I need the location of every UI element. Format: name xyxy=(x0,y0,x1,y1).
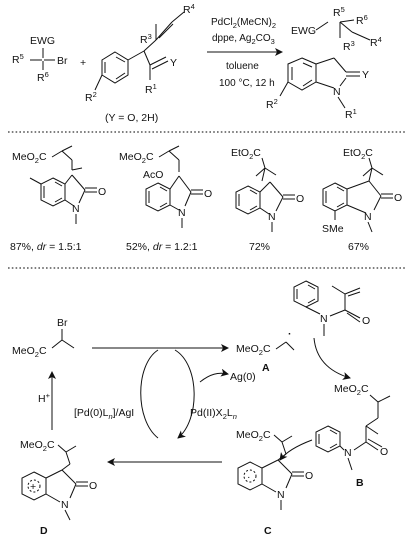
mechanism: Br MeO2C H+ Ag(0) [Pd(0)Ln]/AgI Pd(II)X2… xyxy=(12,280,391,537)
example-4: EtO2C O N SMe 67% xyxy=(322,147,402,253)
aryl-substrate: R3 R4 Y R1 R2 (Y = O, 2H) xyxy=(85,2,195,124)
catalyst-pd2-label: Pd(II)X2Ln xyxy=(190,407,237,421)
h-plus-label: H+ xyxy=(38,391,51,405)
y-label: Y xyxy=(170,57,177,69)
condition-ligand-oxidant: dppe, Ag2CO3 xyxy=(212,33,275,46)
example-4-thiomethyl: SMe xyxy=(322,223,344,235)
example-1-yield: 87%, dr = 1.5:1 xyxy=(10,241,82,253)
top-scheme: EWG R5 Br R6 + R3 R4 xyxy=(12,2,382,124)
product-r5-label: R5 xyxy=(333,5,345,19)
condition-catalyst: PdCl2(MeCN)2 xyxy=(211,17,276,30)
radical-a-ester: MeO2C xyxy=(236,343,271,357)
product-ewg-label: EWG xyxy=(291,25,316,37)
d-oxygen: O xyxy=(89,480,97,492)
catalyst-pd0-label: [Pd(0)Ln]/AgI xyxy=(74,407,134,421)
acrylamide-oxygen: O xyxy=(362,315,370,327)
ewg-label: EWG xyxy=(30,35,55,47)
intermediate-c: MeO2C · O N C xyxy=(236,429,313,537)
r2-label: R2 xyxy=(85,90,97,104)
example-2-yield: 52%, dr = 1.2:1 xyxy=(126,241,198,253)
br-label: Br xyxy=(57,55,68,67)
d-nitrogen: N xyxy=(61,499,69,511)
r1-label: R1 xyxy=(145,82,157,96)
c-radical-delocalization xyxy=(243,469,257,483)
label-b: B xyxy=(356,477,364,489)
b-ester: MeO2C xyxy=(334,383,369,397)
example-1: MeO2C O N 87%, dr = 1.5:1 xyxy=(10,145,106,253)
c-radical-dot: · xyxy=(247,471,251,483)
product-r6-label: R6 xyxy=(356,13,368,27)
arrow-to-c xyxy=(279,439,313,461)
product-y-label: Y xyxy=(362,69,369,81)
c-oxygen: O xyxy=(305,470,313,482)
product-r1-label: R1 xyxy=(345,107,357,121)
example-2: MeO2C AcO O N 52%, dr = 1.2:1 xyxy=(119,145,212,253)
alkyl-bromide-reagent: EWG R5 Br R6 xyxy=(12,35,68,84)
reaction-conditions: PdCl2(MeCN)2 dppe, Ag2CO3 toluene 100 °C… xyxy=(207,17,283,89)
product-r4-label: R4 xyxy=(370,35,382,49)
intermediate-b: MeO2C O N B xyxy=(315,383,391,489)
examples-row: MeO2C O N 87%, dr = 1.5:1 MeO2C xyxy=(10,145,402,253)
d-cation-delocalization xyxy=(27,479,41,493)
d-ester: MeO2C xyxy=(20,439,55,453)
r5-label: R5 xyxy=(12,52,24,66)
d-positive-charge: + xyxy=(30,481,36,493)
cycle-right-arc xyxy=(174,349,195,439)
example-3-ester: EtO2C xyxy=(231,147,261,161)
product-r2-label: R2 xyxy=(266,97,278,111)
example-2-ester: MeO2C xyxy=(119,151,154,165)
example-3-nitrogen: N xyxy=(268,211,276,223)
b-nitrogen: N xyxy=(344,447,352,459)
plus-sign: + xyxy=(80,57,86,69)
example-2-acetoxy: AcO xyxy=(143,169,163,181)
example-1-oxygen: O xyxy=(98,186,106,198)
example-1-nitrogen: N xyxy=(72,203,80,215)
label-c: C xyxy=(264,525,272,537)
example-3-oxygen: O xyxy=(296,193,304,205)
example-4-oxygen: O xyxy=(394,192,402,204)
example-4-nitrogen: N xyxy=(364,211,372,223)
cycle-left-arc xyxy=(140,349,159,439)
example-2-nitrogen: N xyxy=(178,207,186,219)
acrylamide-nitrogen: N xyxy=(320,313,328,325)
product-r3-label: R3 xyxy=(343,39,355,53)
r6-label: R6 xyxy=(37,70,49,84)
r4-label: R4 xyxy=(183,2,195,16)
example-1-ester: MeO2C xyxy=(12,151,47,165)
example-2-oxygen: O xyxy=(204,188,212,200)
start-ester: MeO2C xyxy=(12,345,47,359)
product-n-label: N xyxy=(333,86,341,98)
starting-bromoester: Br MeO2C xyxy=(12,317,75,359)
example-3-yield: 72% xyxy=(249,241,270,253)
y-definition-note: (Y = O, 2H) xyxy=(105,112,158,124)
example-4-yield: 67% xyxy=(348,241,369,253)
label-a: A xyxy=(262,362,270,374)
silver-release-arrow xyxy=(199,368,229,383)
example-4-ester: EtO2C xyxy=(343,147,373,161)
r3-label: R3 xyxy=(140,32,152,46)
radical-a: MeO2C · A xyxy=(236,328,295,374)
oxindole-product: EWG R5 R6 R3 R4 Y N R1 xyxy=(266,5,382,121)
silver-zero-label: Ag(0) xyxy=(230,371,256,383)
c-nitrogen: N xyxy=(277,489,285,501)
c-ester: MeO2C xyxy=(236,429,271,443)
b-oxygen: O xyxy=(380,446,388,458)
label-d: D xyxy=(40,525,48,537)
start-bromine: Br xyxy=(57,317,68,329)
intermediate-d: MeO2C + O N D xyxy=(20,439,97,537)
condition-temperature-time: 100 °C, 12 h xyxy=(219,78,275,89)
acrylamide-reactant: N O xyxy=(293,280,370,336)
radical-dot: · xyxy=(288,328,292,340)
arrow-to-adduct-b xyxy=(313,337,351,380)
condition-solvent: toluene xyxy=(226,61,259,72)
example-3: EtO2C O N 72% xyxy=(231,147,304,253)
